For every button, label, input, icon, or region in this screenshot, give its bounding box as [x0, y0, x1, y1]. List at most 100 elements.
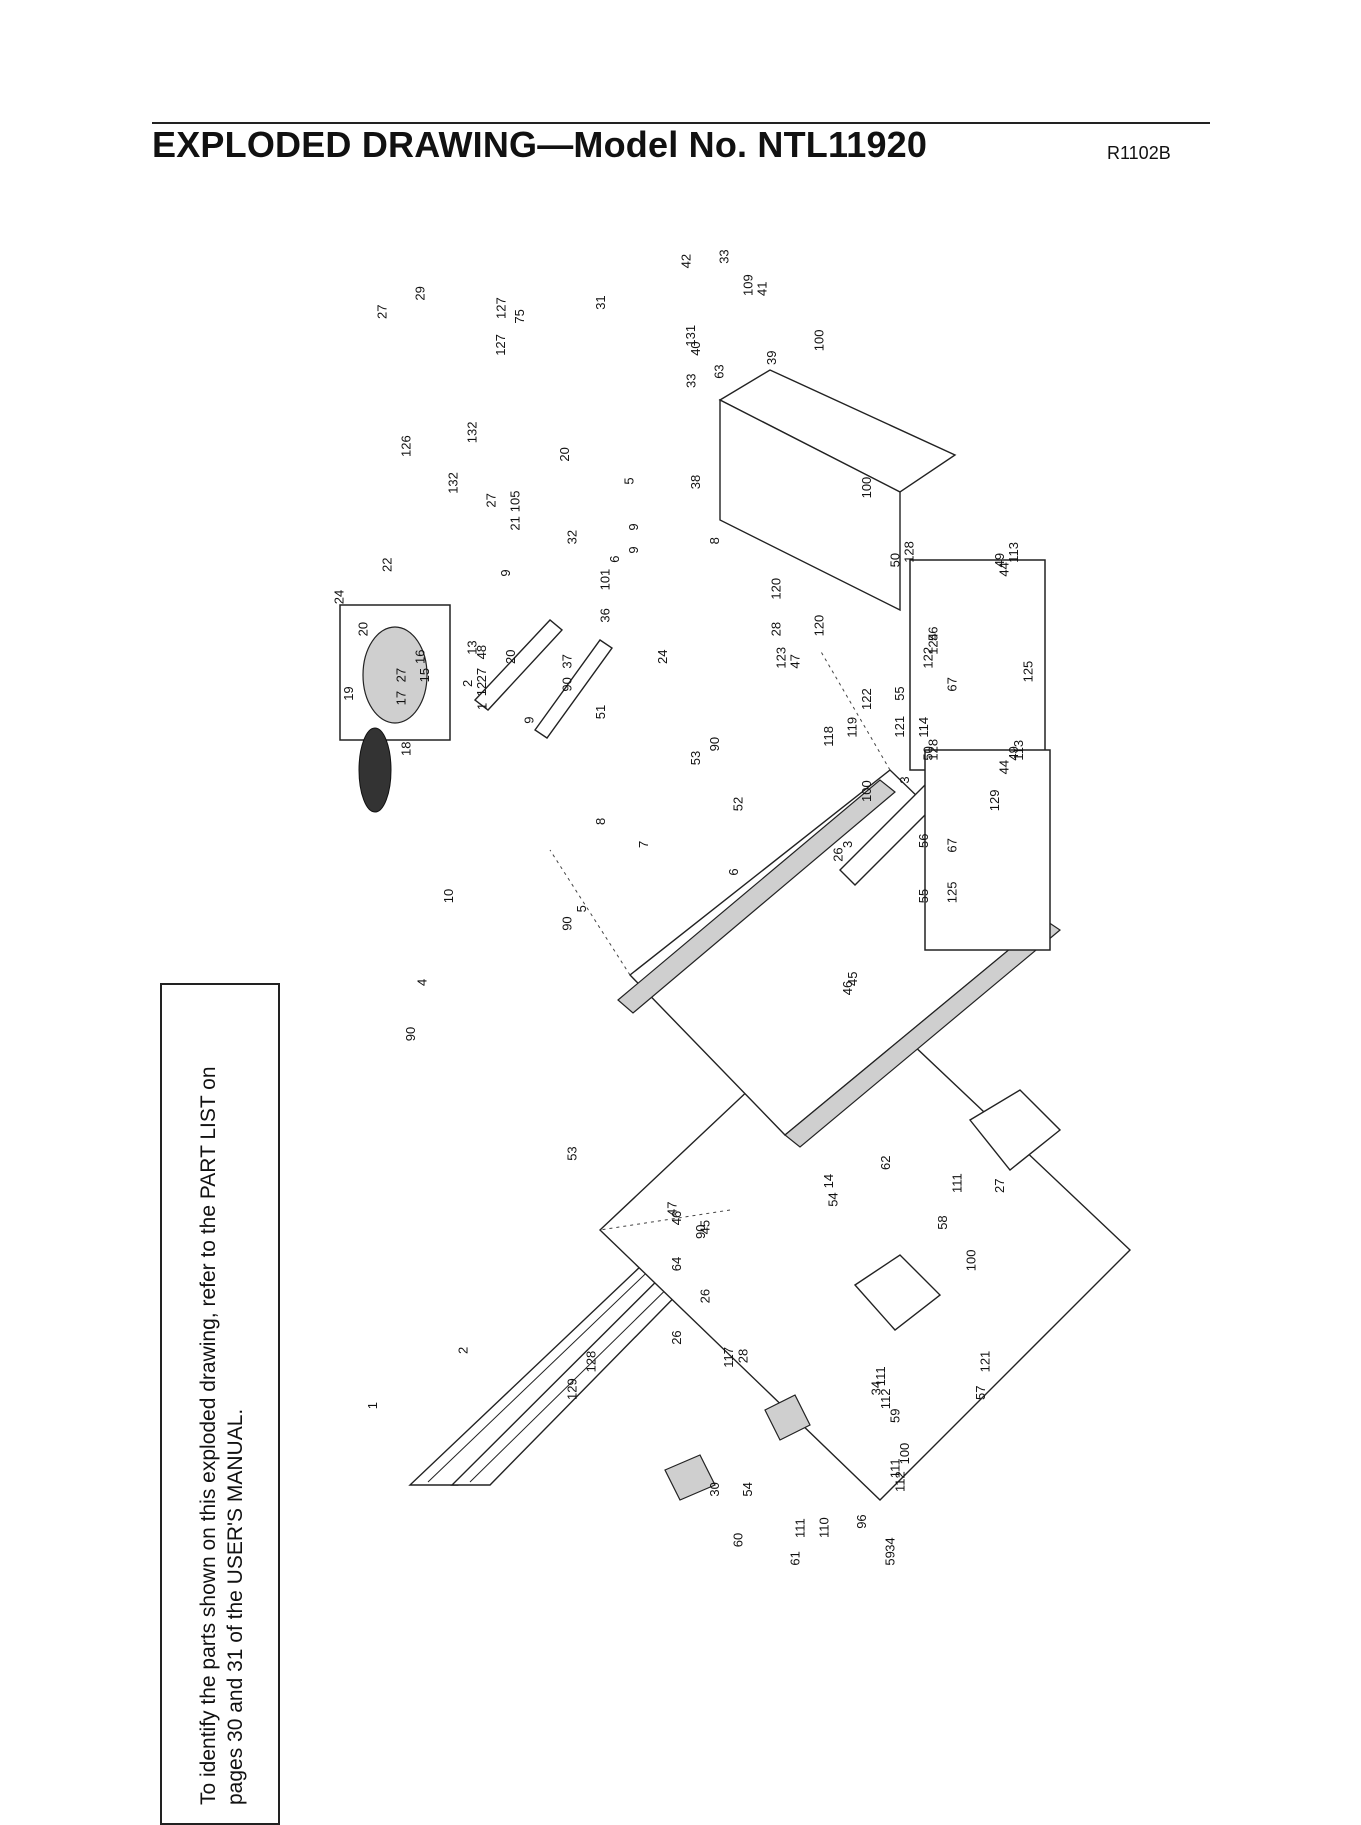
part-callout: 60: [731, 1533, 746, 1547]
part-callout: 34: [883, 1537, 898, 1551]
part-callout: 28: [736, 1349, 751, 1363]
part-callout: 46: [669, 1211, 684, 1225]
part-callout: 47: [664, 1202, 679, 1216]
part-callout: 40: [688, 341, 703, 355]
part-callout: 112: [878, 1388, 893, 1409]
part-callout: 100: [859, 780, 874, 802]
title-rule: [152, 122, 1210, 124]
part-callout: 56: [916, 834, 931, 848]
leveling-foot: [764, 1394, 811, 1441]
part-callout: 128: [926, 739, 941, 761]
part-callout: 7: [636, 841, 651, 848]
explode-guide: [599, 1209, 731, 1231]
part-callout: 132: [446, 472, 461, 494]
part-callout: 101: [598, 569, 613, 591]
part-callout: 18: [398, 742, 413, 756]
page-title: EXPLODED DRAWING—Model No. NTL11920: [152, 124, 928, 165]
part-callout: 111: [949, 1173, 964, 1193]
part-callout: 90: [707, 737, 722, 751]
part-callout: 64: [669, 1257, 684, 1271]
drive-belt: [358, 727, 392, 813]
part-callout: 6: [607, 556, 622, 563]
part-callout: 49: [1006, 746, 1021, 760]
part-callout: 122: [859, 688, 874, 710]
part-callout: 8: [593, 818, 608, 825]
callout-labels: 1122334556678899991012131415161718192020…: [332, 249, 1036, 1565]
part-callout: 120: [812, 615, 827, 637]
part-callout: 90: [560, 916, 575, 930]
explode-guide: [549, 849, 631, 976]
roller-inset-lower: [924, 749, 1051, 951]
part-callout: 39: [764, 351, 779, 365]
part-callout: 15: [417, 668, 432, 682]
upright: [534, 639, 613, 739]
part-callout: 90: [693, 1225, 708, 1239]
part-callout: 27: [484, 493, 499, 507]
part-callout: 63: [712, 364, 727, 378]
part-callout: 21: [508, 516, 523, 530]
part-callout: 62: [878, 1156, 893, 1170]
part-callout: 24: [655, 650, 670, 664]
part-callout: 3: [897, 776, 912, 783]
note-box: To identify the parts shown on this expl…: [160, 983, 280, 1825]
part-callout: 22: [379, 558, 394, 572]
part-callout: 24: [332, 590, 347, 604]
part-callout: 118: [821, 726, 836, 747]
part-callout: 45: [698, 1220, 713, 1234]
part-callout: 20: [557, 447, 572, 461]
part-callout: 26: [669, 1330, 684, 1344]
part-callout: 59: [883, 1551, 898, 1565]
part-callout: 113: [1006, 542, 1021, 563]
part-callout: 13: [465, 640, 480, 654]
part-callout: 123: [774, 647, 789, 669]
part-callout: 3: [840, 841, 855, 848]
part-callout: 90: [560, 677, 575, 691]
part-callout: 38: [688, 475, 703, 489]
deck-rail: [784, 919, 1062, 1148]
part-callout: 127: [493, 297, 508, 319]
part-callout: 117: [721, 1347, 736, 1368]
part-callout: 16: [413, 650, 428, 664]
part-callout: 67: [945, 677, 960, 691]
part-callout: 8: [707, 537, 722, 544]
part-callout: 52: [731, 797, 746, 811]
part-callout: 57: [973, 1386, 988, 1400]
part-callout: 111: [888, 1458, 903, 1478]
part-callout: 121: [978, 1351, 993, 1373]
part-callout: 90: [403, 1027, 418, 1041]
part-callout: 119: [845, 717, 860, 738]
part-callout: 56: [926, 627, 941, 641]
part-callout: 2: [455, 1347, 470, 1354]
part-callout: 9: [626, 523, 641, 530]
part-callout: 20: [356, 622, 371, 636]
part-callout: 129: [565, 1378, 580, 1400]
part-callout: 1: [474, 703, 489, 710]
part-callout: 105: [508, 490, 523, 512]
part-callout: 44: [997, 562, 1012, 576]
part-callout: 55: [892, 686, 907, 700]
part-callout: 67: [945, 838, 960, 852]
part-callout: 17: [394, 691, 409, 705]
part-callout: 2: [460, 680, 475, 687]
part-callout: 9: [498, 569, 513, 576]
part-callout: 58: [935, 1215, 950, 1229]
assembly-drawing: [339, 369, 1132, 1501]
part-callout: 6: [726, 868, 741, 875]
part-callout: 29: [413, 286, 428, 300]
part-callout: 42: [679, 254, 694, 268]
part-callout: 5: [622, 477, 637, 484]
part-callout: 9: [626, 546, 641, 553]
part-callout: 125: [1021, 661, 1036, 683]
part-callout: 122: [921, 647, 936, 669]
part-callout: 125: [945, 881, 960, 903]
part-callout: 120: [769, 578, 784, 600]
part-callout: 30: [707, 1482, 722, 1496]
part-callout: 12: [474, 682, 489, 696]
part-callout: 96: [854, 1514, 869, 1528]
part-callout: 49: [992, 553, 1007, 567]
part-callout: 109: [740, 274, 755, 296]
part-callout: 41: [755, 282, 770, 296]
part-callout: 33: [683, 374, 698, 388]
roller-inset-upper: [909, 559, 1046, 771]
motor-hood-face: [719, 398, 901, 612]
